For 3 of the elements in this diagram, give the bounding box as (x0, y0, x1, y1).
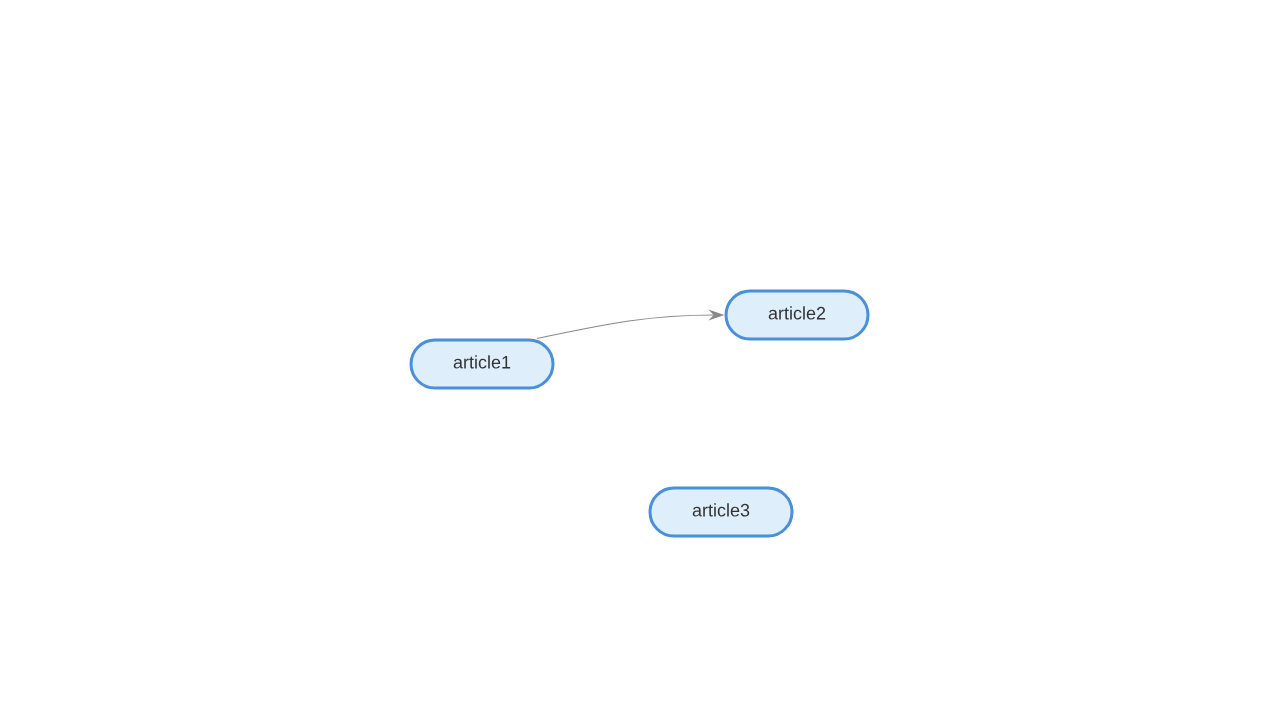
article-node: article1 (409, 338, 555, 390)
article-node: article3 (648, 486, 794, 538)
article-node: article2 (724, 289, 870, 341)
